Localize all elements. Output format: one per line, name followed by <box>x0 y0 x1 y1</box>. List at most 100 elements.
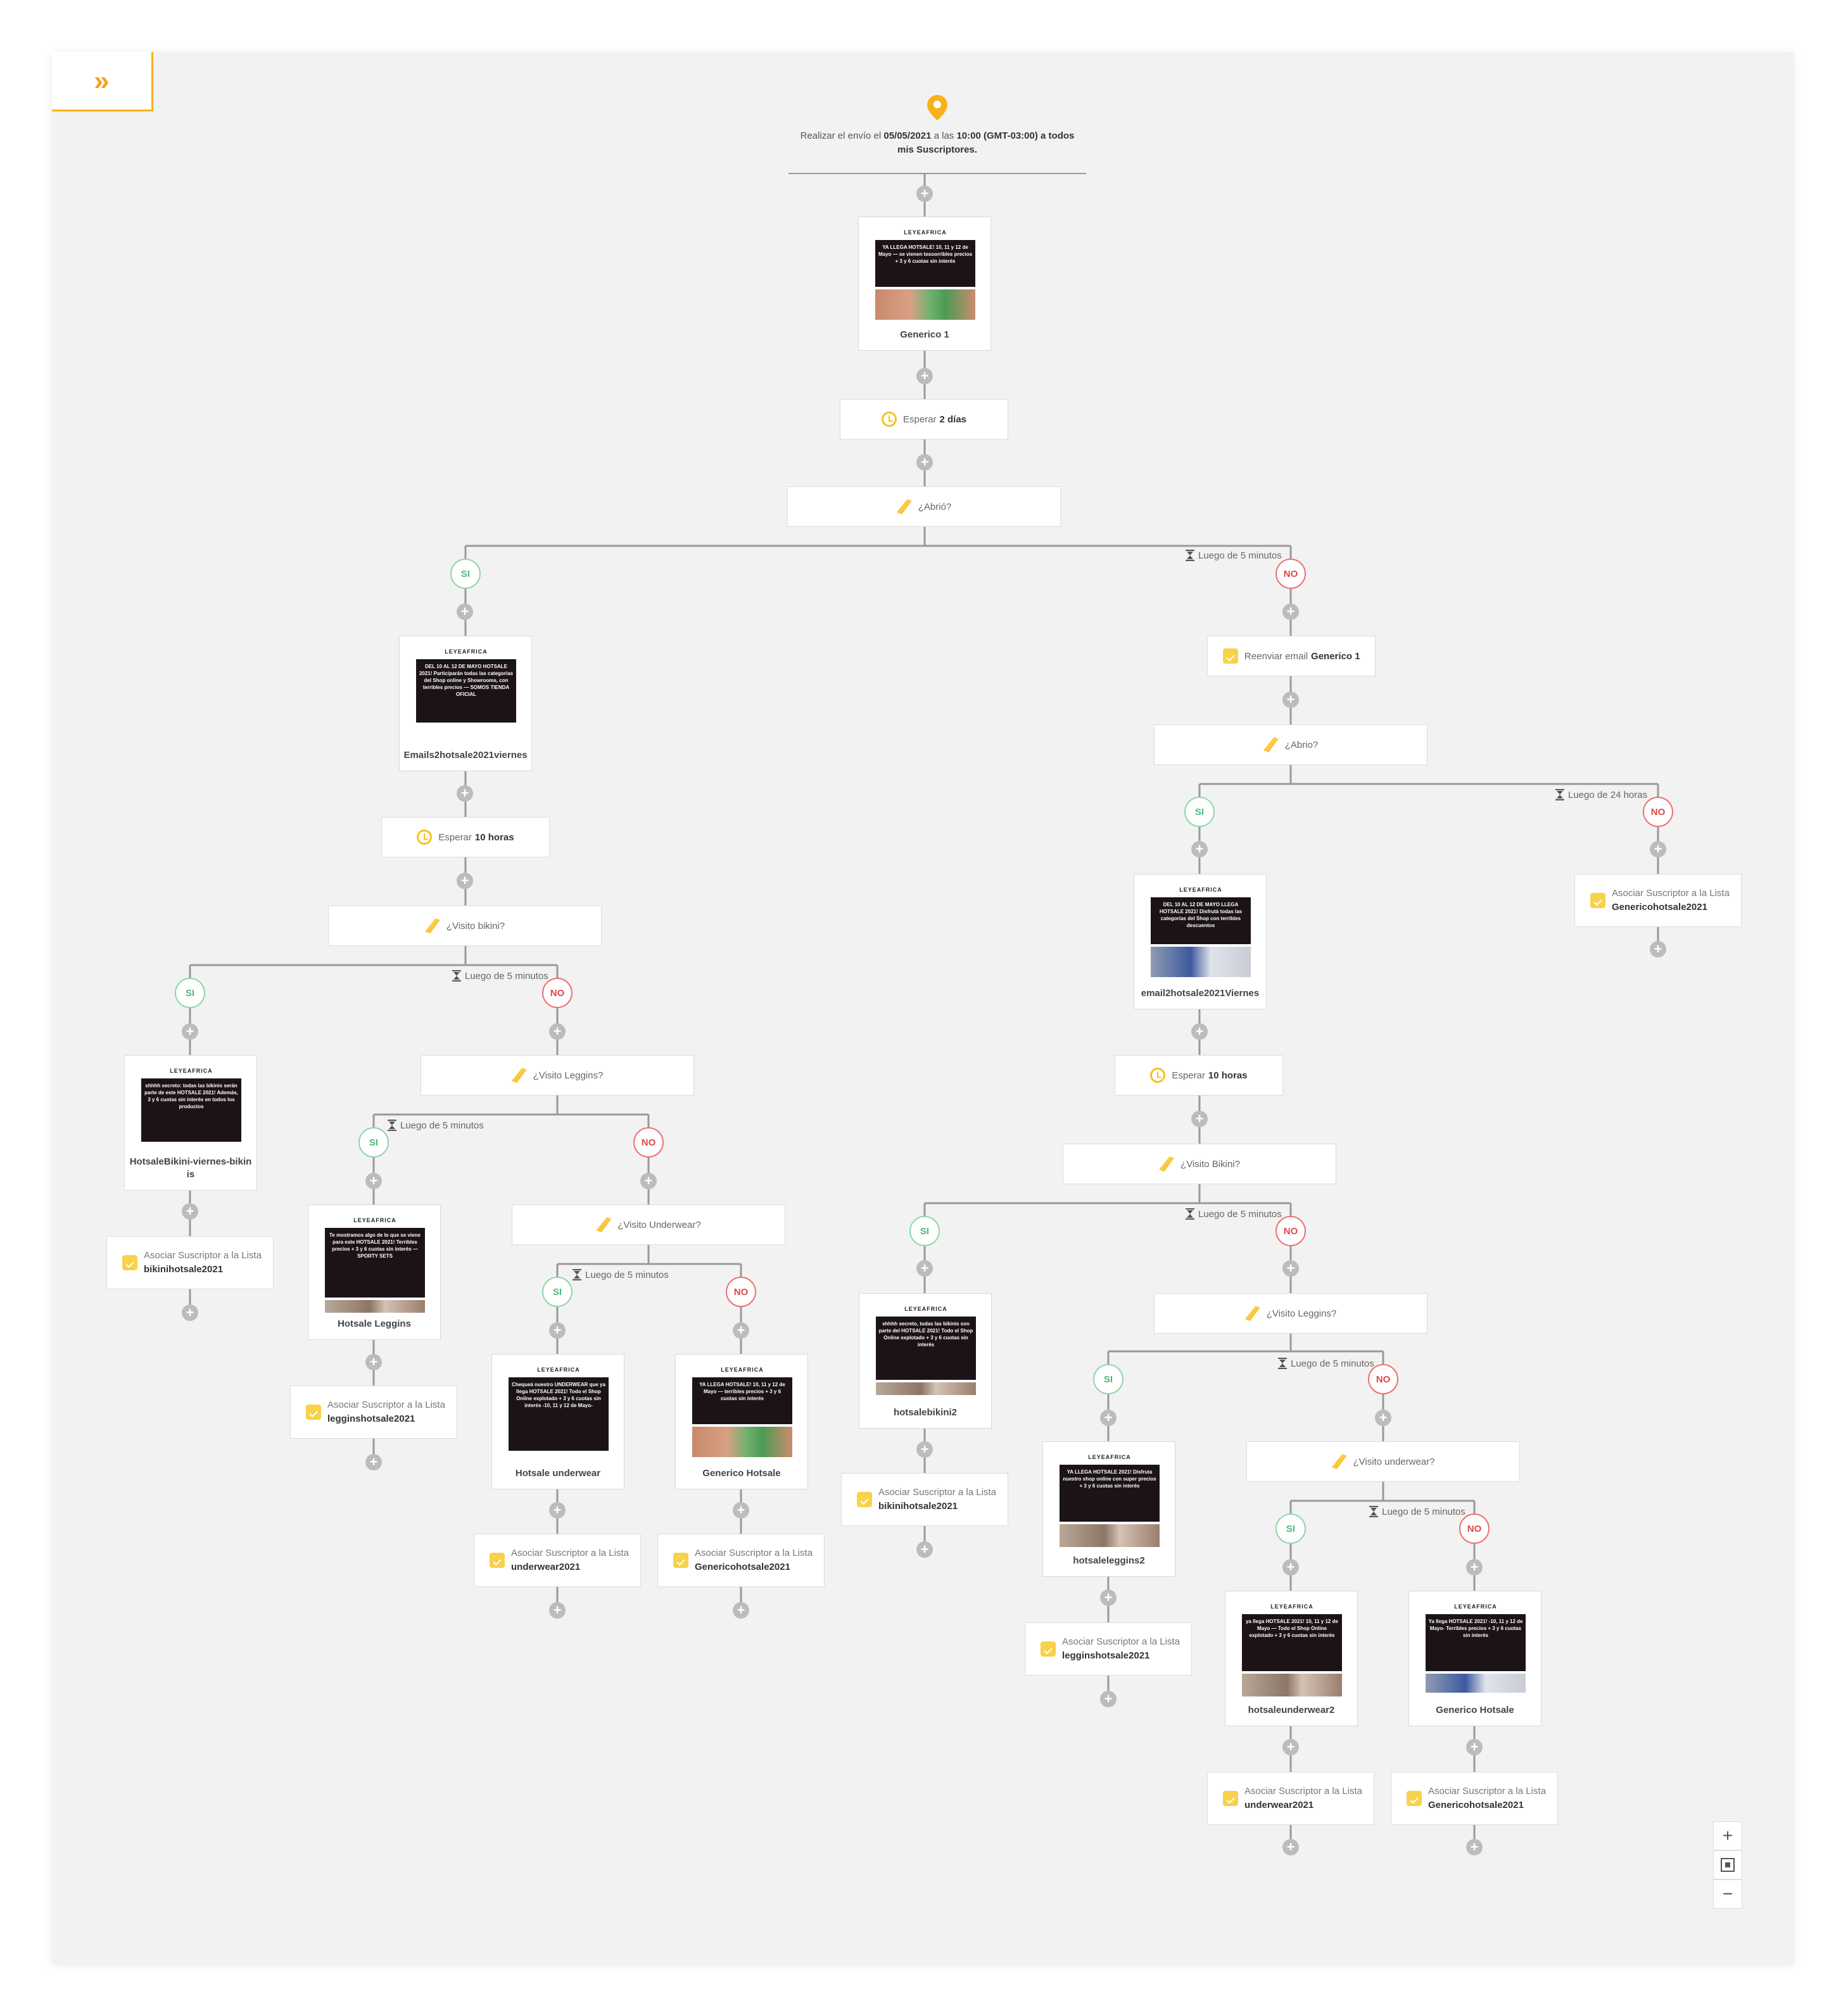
add-step-button[interactable]: + <box>1375 1410 1391 1426</box>
no-branch-badge[interactable]: NO <box>542 978 573 1008</box>
add-step-button[interactable]: + <box>916 454 933 471</box>
add-step-button[interactable]: + <box>1100 1410 1117 1426</box>
add-step-button[interactable]: + <box>457 785 473 802</box>
condition-node[interactable]: ¿Visito Leggins? <box>1154 1293 1427 1334</box>
add-step-button[interactable]: + <box>916 368 933 384</box>
add-step-button[interactable]: + <box>1282 1839 1299 1855</box>
add-step-button[interactable]: + <box>365 1454 382 1470</box>
add-step-button[interactable]: + <box>1100 1589 1117 1606</box>
add-step-button[interactable]: + <box>640 1173 657 1189</box>
no-branch-badge[interactable]: NO <box>1368 1364 1398 1394</box>
add-step-button[interactable]: + <box>733 1322 749 1339</box>
location-pin-icon <box>927 95 947 120</box>
add-step-button[interactable]: + <box>916 1541 933 1558</box>
no-branch-badge[interactable]: NO <box>1643 797 1673 827</box>
brand-logo: LEYEAFRICA <box>353 1217 396 1223</box>
add-step-button[interactable]: + <box>1466 1839 1483 1855</box>
no-branch-badge[interactable]: NO <box>1275 1216 1306 1246</box>
brand-logo: LEYEAFRICA <box>1454 1603 1497 1610</box>
no-branch-badge[interactable]: NO <box>633 1127 664 1158</box>
condition-node[interactable]: ¿Visito Bikini? <box>1063 1144 1336 1184</box>
add-step-button[interactable]: + <box>1650 941 1666 957</box>
add-step-button[interactable]: + <box>1100 1691 1117 1707</box>
zoom-in-button[interactable]: + <box>1713 1821 1742 1850</box>
trigger-node[interactable]: Realizar el envío el 05/05/2021 a las 10… <box>788 95 1086 174</box>
expand-sidebar-button[interactable]: » <box>52 52 153 111</box>
add-step-button[interactable]: + <box>549 1023 566 1040</box>
add-step-button[interactable]: + <box>916 1260 933 1277</box>
add-step-button[interactable]: + <box>182 1304 198 1321</box>
add-step-button[interactable]: + <box>1191 1111 1208 1127</box>
add-step-button[interactable]: + <box>1282 692 1299 708</box>
add-step-button[interactable]: + <box>916 186 933 202</box>
condition-node[interactable]: ¿Visito underwear? <box>1246 1441 1520 1482</box>
add-step-button[interactable]: + <box>1282 603 1299 620</box>
yes-branch-badge[interactable]: SI <box>1275 1513 1306 1544</box>
yes-branch-badge[interactable]: SI <box>450 559 481 589</box>
add-step-button[interactable]: + <box>549 1322 566 1339</box>
fit-to-screen-button[interactable] <box>1713 1850 1742 1879</box>
add-step-button[interactable]: + <box>549 1502 566 1519</box>
add-step-button[interactable]: + <box>457 603 473 620</box>
brand-logo: LEYEAFRICA <box>904 229 947 236</box>
add-step-button[interactable]: + <box>1282 1739 1299 1755</box>
yes-branch-badge[interactable]: SI <box>1184 797 1215 827</box>
condition-node[interactable]: ¿Abrió? <box>787 486 1061 527</box>
yes-branch-badge[interactable]: SI <box>909 1216 940 1246</box>
add-step-button[interactable]: + <box>1282 1260 1299 1277</box>
add-step-button[interactable]: + <box>733 1502 749 1519</box>
add-step-button[interactable]: + <box>733 1602 749 1619</box>
yes-branch-badge[interactable]: SI <box>1093 1364 1123 1394</box>
no-branch-badge[interactable]: NO <box>726 1277 756 1307</box>
condition-node[interactable]: ¿Visito Leggins? <box>421 1055 694 1096</box>
condition-node[interactable]: ¿Visito Underwear? <box>512 1204 785 1245</box>
add-step-button[interactable]: + <box>916 1441 933 1458</box>
add-step-button[interactable]: + <box>549 1602 566 1619</box>
no-branch-badge[interactable]: NO <box>1275 559 1306 589</box>
yes-branch-badge[interactable]: SI <box>358 1127 389 1158</box>
condition-node[interactable]: ¿Visito bikini? <box>328 906 602 946</box>
add-step-button[interactable]: + <box>1191 1023 1208 1040</box>
condition-node[interactable]: ¿Abrio? <box>1154 724 1427 765</box>
add-step-button[interactable]: + <box>182 1023 198 1040</box>
add-step-button[interactable]: + <box>1650 841 1666 857</box>
add-step-button[interactable]: + <box>365 1354 382 1370</box>
add-step-button[interactable]: + <box>457 873 473 889</box>
brand-logo: LEYEAFRICA <box>537 1367 580 1373</box>
add-step-button[interactable]: + <box>1466 1559 1483 1576</box>
add-step-button[interactable]: + <box>1191 841 1208 857</box>
zoom-out-button[interactable]: − <box>1713 1879 1742 1909</box>
add-step-button[interactable]: + <box>1282 1559 1299 1576</box>
yes-branch-badge[interactable]: SI <box>542 1277 573 1307</box>
no-branch-badge[interactable]: NO <box>1459 1513 1490 1544</box>
add-step-button[interactable]: + <box>1466 1739 1483 1755</box>
yes-branch-badge[interactable]: SI <box>175 978 205 1008</box>
add-step-button[interactable]: + <box>182 1203 198 1220</box>
add-step-button[interactable]: + <box>365 1173 382 1189</box>
